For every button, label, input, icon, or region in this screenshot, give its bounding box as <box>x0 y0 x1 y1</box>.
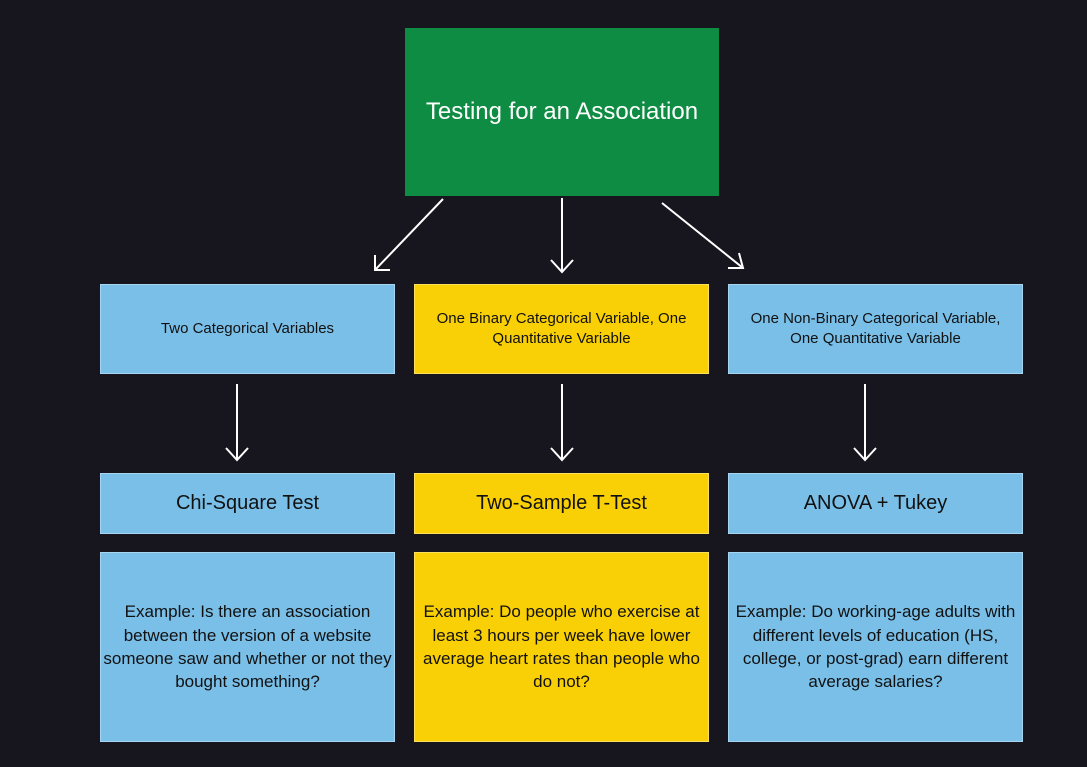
category-node-non-binary-quantitative: One Non-Binary Categorical Variable, One… <box>728 284 1023 374</box>
test-node-two-sample-t: Two-Sample T-Test <box>414 473 709 534</box>
test-label: Chi-Square Test <box>175 492 320 514</box>
example-node-anova: Example: Do working-age adults with diff… <box>728 552 1023 742</box>
test-node-chi-square: Chi-Square Test <box>100 473 395 534</box>
arrowhead-category-to-test-center <box>550 447 574 462</box>
arrow-root-to-right <box>661 202 744 269</box>
category-node-two-categorical: Two Categorical Variables <box>100 284 395 374</box>
arrowhead-root-to-left <box>374 255 390 271</box>
root-label: Testing for an Association <box>425 98 699 125</box>
arrowhead-root-to-center <box>550 259 574 274</box>
category-label: One Binary Categorical Variable, One Qua… <box>436 309 687 347</box>
example-text: Example: Is there an association between… <box>103 602 392 692</box>
example-text: Example: Do working-age adults with diff… <box>735 602 1016 692</box>
category-node-binary-quantitative: One Binary Categorical Variable, One Qua… <box>414 284 709 374</box>
arrowhead-root-to-right <box>728 252 745 269</box>
category-label: One Non-Binary Categorical Variable, One… <box>750 309 1001 347</box>
example-node-chi-square: Example: Is there an association between… <box>100 552 395 742</box>
example-node-two-sample-t: Example: Do people who exercise at least… <box>414 552 709 742</box>
test-label: Two-Sample T-Test <box>476 492 647 514</box>
arrow-root-to-left <box>374 198 444 271</box>
category-label: Two Categorical Variables <box>160 319 335 337</box>
arrowhead-category-to-test-right <box>853 447 877 462</box>
root-node: Testing for an Association <box>405 28 719 196</box>
test-label: ANOVA + Tukey <box>803 492 948 514</box>
test-node-anova: ANOVA + Tukey <box>728 473 1023 534</box>
arrowhead-category-to-test-left <box>225 447 249 462</box>
example-text: Example: Do people who exercise at least… <box>423 602 700 692</box>
